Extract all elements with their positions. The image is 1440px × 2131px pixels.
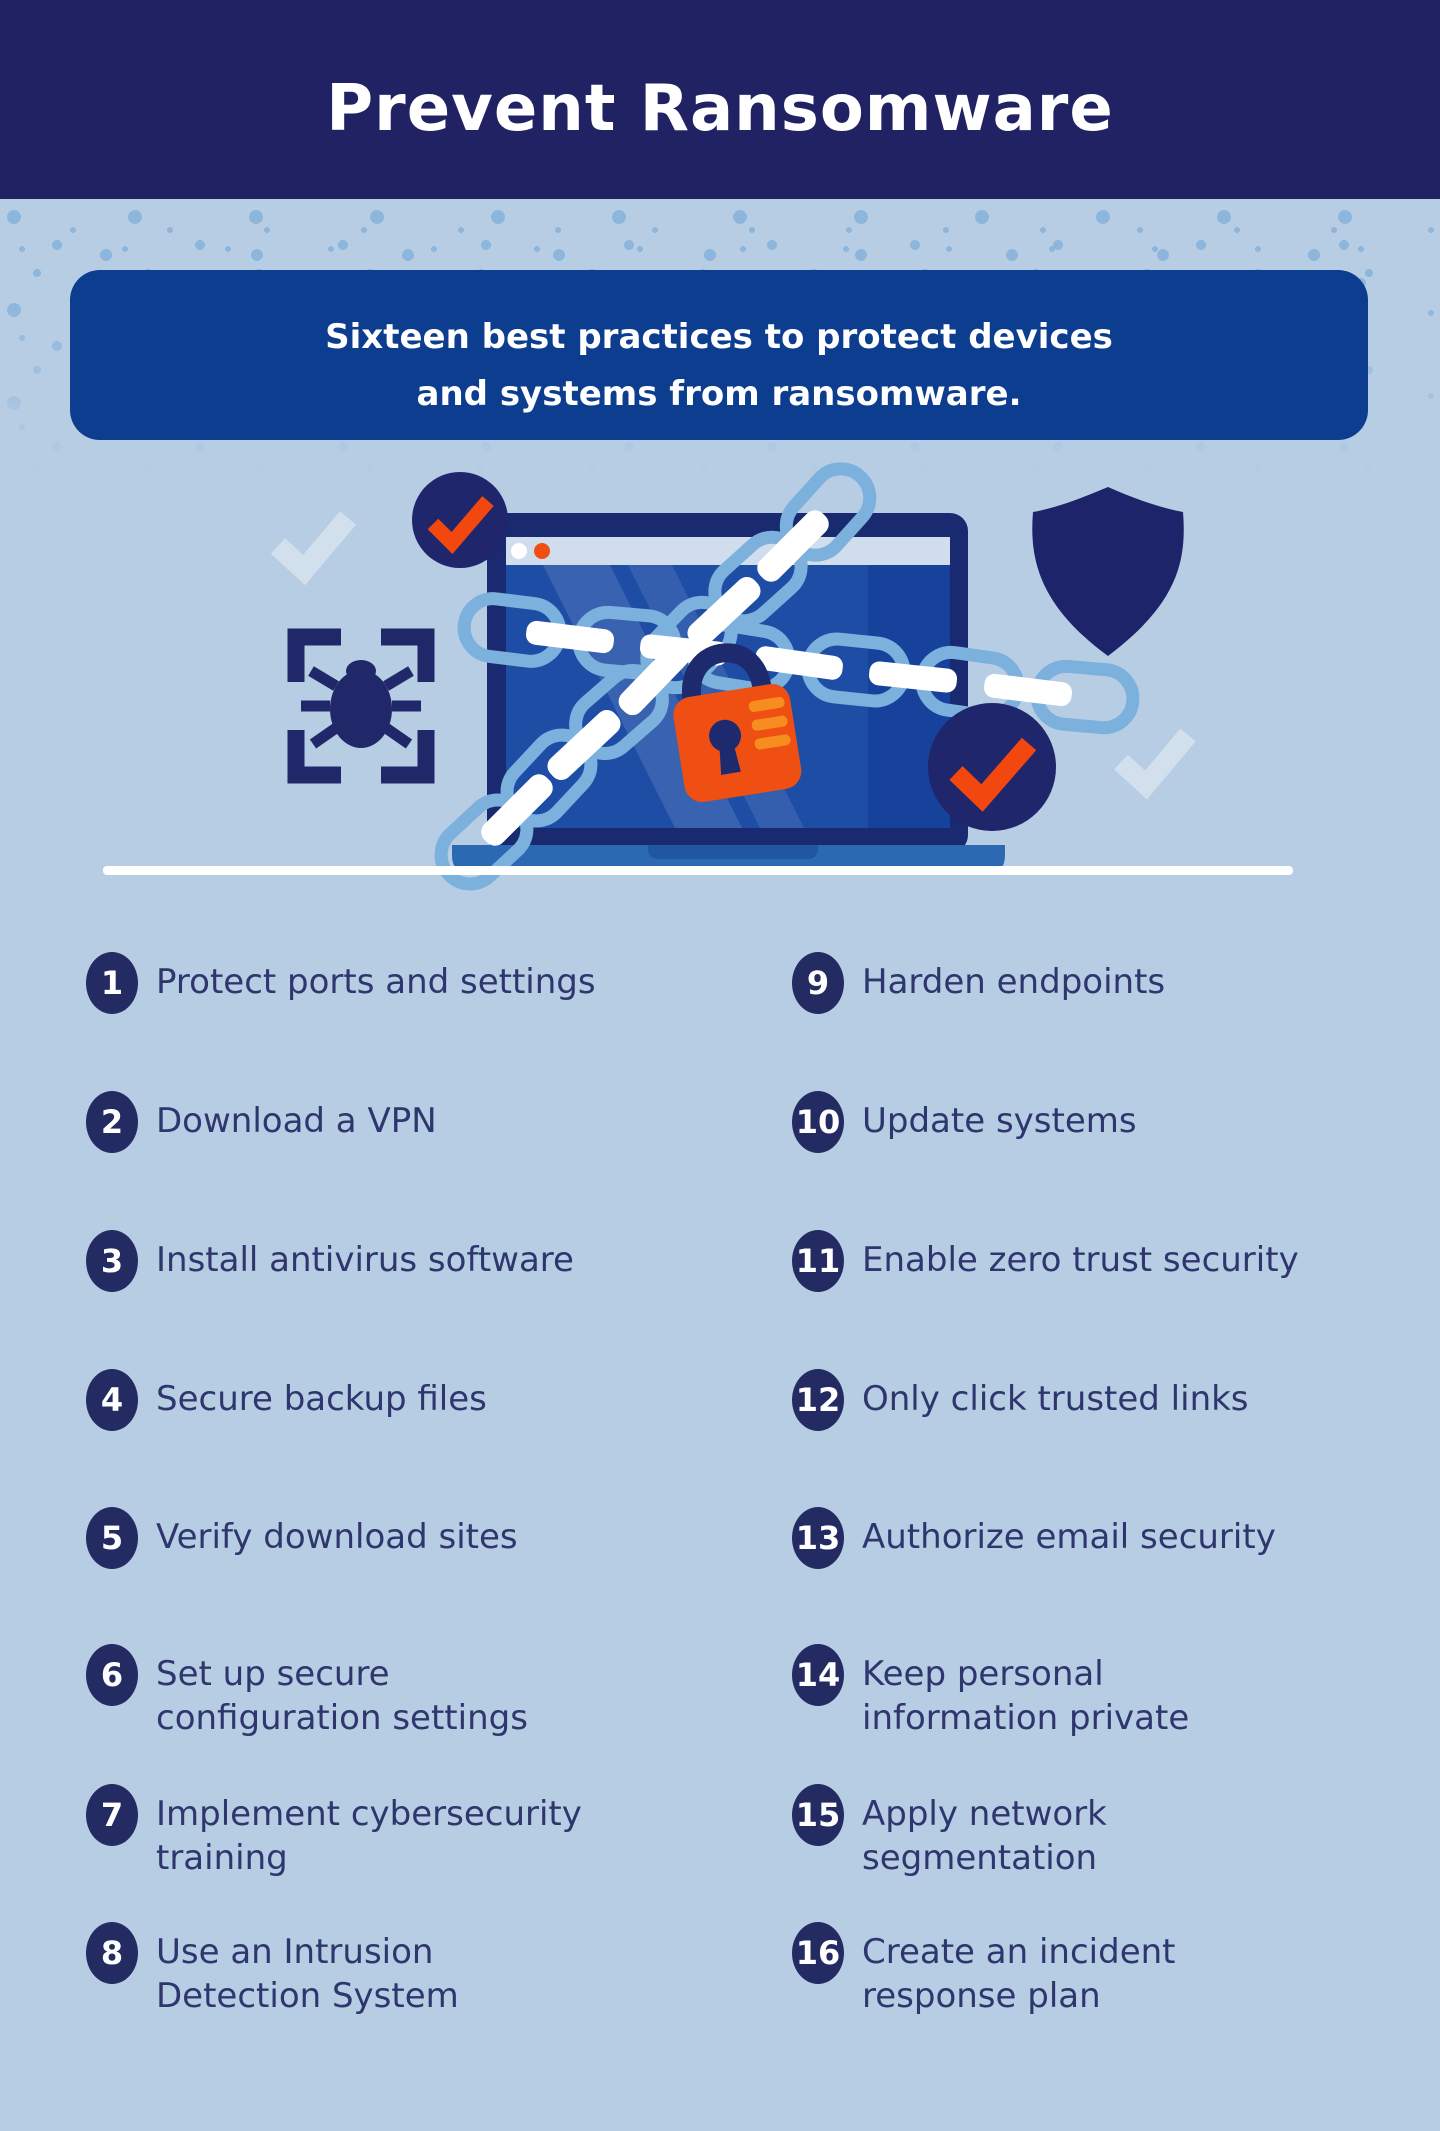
item-number-badge: 2 xyxy=(86,1091,138,1153)
item-label: training xyxy=(156,1838,288,1878)
item-number-badge: 3 xyxy=(86,1230,138,1292)
broken-link-segments xyxy=(481,510,1072,846)
item-label: segmentation xyxy=(862,1838,1098,1878)
item-label: Only click trusted links xyxy=(862,1379,1249,1419)
item-number-badge: 13 xyxy=(792,1507,844,1569)
item-label: Keep personal xyxy=(862,1654,1104,1694)
item-label: Authorize email security xyxy=(862,1517,1276,1557)
list-item: 5 Verify download sites xyxy=(86,1507,726,1569)
light-checkmark-icon xyxy=(270,511,1196,800)
item-number-badge: 9 xyxy=(792,952,844,1014)
item-label: Download a VPN xyxy=(156,1101,437,1141)
item-label: configuration settings xyxy=(156,1698,528,1738)
list-item: 2 Download a VPN xyxy=(86,1091,726,1153)
item-number-badge: 11 xyxy=(792,1230,844,1292)
item-number-badge: 12 xyxy=(792,1369,844,1431)
list-item: 1 Protect ports and settings xyxy=(86,952,726,1014)
item-label: Secure backup files xyxy=(156,1379,487,1419)
intro-card: Sixteen best practices to protect device… xyxy=(70,270,1368,440)
list-item: 12 Only click trusted links xyxy=(792,1369,1432,1431)
item-number-badge: 6 xyxy=(86,1644,138,1706)
item-number-badge: 10 xyxy=(792,1091,844,1153)
item-label: Verify download sites xyxy=(156,1517,518,1557)
intro-line-1: Sixteen best practices to protect device… xyxy=(325,317,1113,357)
item-label: Set up secure xyxy=(156,1654,390,1694)
item-label: response plan xyxy=(862,1976,1101,2016)
intro-line-2: and systems from ransomware. xyxy=(416,374,1022,414)
chained-laptop-illustration xyxy=(103,462,1293,891)
list-item: 3 Install antivirus software xyxy=(86,1230,726,1292)
list-item: 11 Enable zero trust security xyxy=(792,1230,1432,1292)
item-label: Implement cybersecurity xyxy=(156,1794,582,1834)
item-label: Apply network xyxy=(862,1794,1107,1834)
item-number-badge: 16 xyxy=(792,1922,844,1984)
item-number-badge: 7 xyxy=(86,1784,138,1846)
item-number-badge: 14 xyxy=(792,1644,844,1706)
item-label: Detection System xyxy=(156,1976,459,2016)
item-label: Install antivirus software xyxy=(156,1240,574,1280)
desk-line xyxy=(103,866,1293,875)
item-number-badge: 8 xyxy=(86,1922,138,1984)
item-label: information private xyxy=(862,1698,1190,1738)
list-item: 13 Authorize email security xyxy=(792,1507,1432,1569)
check-circle-icon xyxy=(928,703,1056,831)
item-number-badge: 4 xyxy=(86,1369,138,1431)
check-circle-icon xyxy=(412,472,508,568)
shield-icon xyxy=(1032,487,1184,656)
item-label: Create an incident xyxy=(862,1932,1176,1972)
item-number-badge: 5 xyxy=(86,1507,138,1569)
item-number-badge: 15 xyxy=(792,1784,844,1846)
header-banner: Prevent Ransomware xyxy=(0,0,1440,199)
item-label: Harden endpoints xyxy=(862,962,1166,1002)
page-title: Prevent Ransomware xyxy=(326,72,1114,146)
item-label: Update systems xyxy=(862,1101,1137,1141)
item-label: Protect ports and settings xyxy=(156,962,596,1002)
bug-scan-icon xyxy=(287,628,435,784)
list-item: 9 Harden endpoints xyxy=(792,952,1432,1014)
list-item: 4 Secure backup files xyxy=(86,1369,726,1431)
item-label: Enable zero trust security xyxy=(862,1240,1299,1280)
padlock-icon xyxy=(673,643,802,802)
item-label: Use an Intrusion xyxy=(156,1932,434,1972)
list-item: 10 Update systems xyxy=(792,1091,1432,1153)
item-number-badge: 1 xyxy=(86,952,138,1014)
